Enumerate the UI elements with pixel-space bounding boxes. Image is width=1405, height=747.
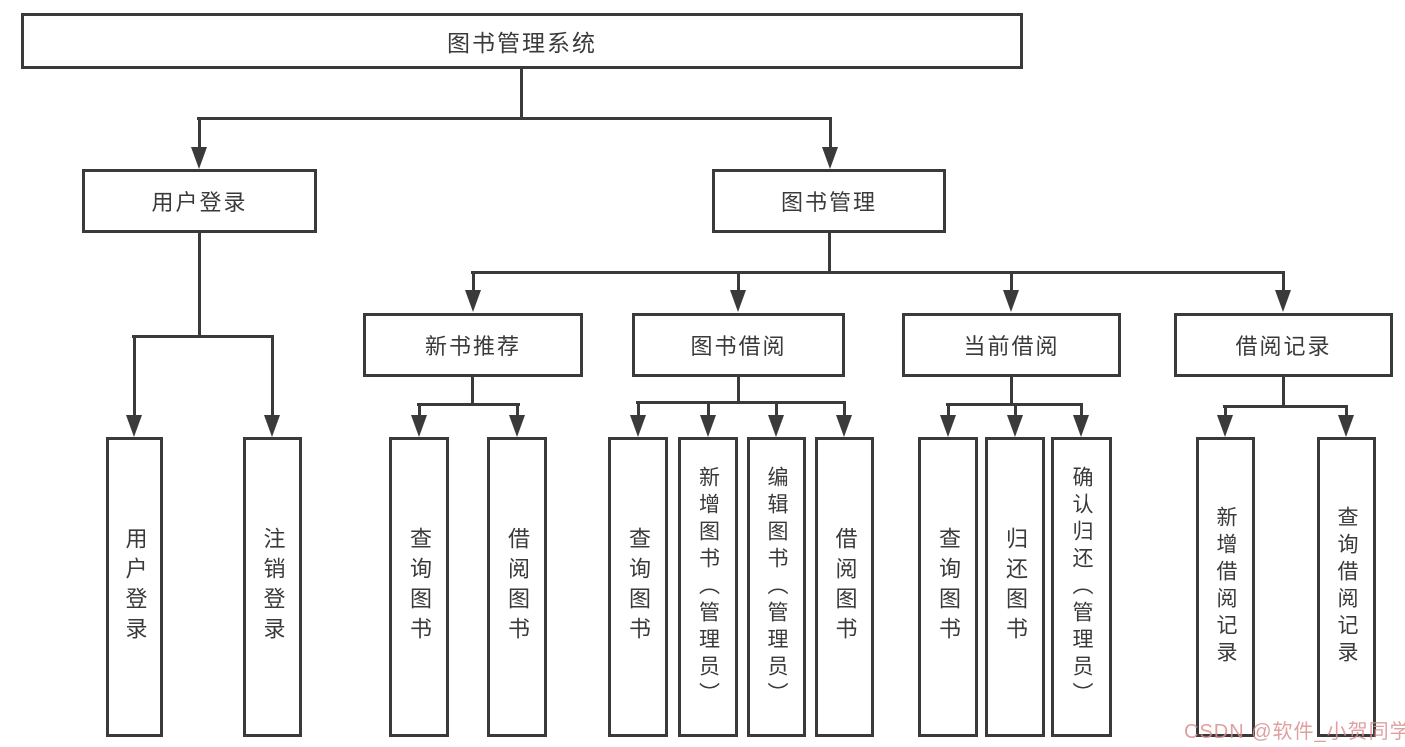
arrow-down-icon	[411, 415, 427, 437]
connector-line	[737, 377, 740, 403]
arrow-down-icon	[264, 415, 280, 437]
leaf-user-login-label: 用户登录	[122, 527, 148, 647]
connector-line	[471, 377, 474, 405]
arrow-down-icon	[126, 415, 142, 437]
box-library-management-system-label: 图书管理系统	[447, 30, 597, 56]
box-library-management-system: 图书管理系统	[21, 13, 1023, 69]
leaf-add-book-admin-label: 新增图书（管理员）	[696, 465, 720, 709]
leaf-query-borrow-record: 查询借阅记录	[1317, 437, 1376, 737]
arrow-down-icon	[509, 415, 525, 437]
leaf-logout: 注销登录	[243, 437, 302, 737]
connector-line	[133, 335, 136, 416]
connector-line	[472, 271, 475, 291]
connector-line	[1010, 377, 1013, 405]
connector-line	[637, 401, 640, 416]
leaf-query-books-borrow: 查询图书	[608, 437, 668, 737]
leaf-confirm-return-admin-label: 确认归还（管理员）	[1070, 465, 1093, 709]
connector-line	[1223, 405, 1348, 408]
leaf-user-login: 用户登录	[106, 437, 163, 737]
arrow-down-icon	[1003, 290, 1019, 312]
connector-line	[516, 403, 519, 416]
box-new-book-recommendation-label: 新书推荐	[424, 334, 521, 359]
leaf-query-books-borrow-label: 查询图书	[626, 527, 651, 647]
connector-line	[707, 401, 710, 416]
connector-line	[829, 117, 832, 149]
connector-line	[947, 403, 950, 416]
connector-line	[520, 69, 523, 119]
arrow-down-icon	[1007, 415, 1023, 437]
arrow-down-icon	[1073, 415, 1089, 437]
leaf-add-book-admin: 新增图书（管理员）	[678, 437, 738, 737]
leaf-edit-book-admin-label: 编辑图书（管理员）	[765, 465, 788, 709]
box-user-login: 用户登录	[82, 169, 317, 233]
connector-line	[1282, 271, 1285, 291]
leaf-add-borrow-record-label: 新增借阅记录	[1214, 506, 1237, 668]
arrow-down-icon	[191, 147, 207, 169]
leaf-return-books-label: 归还图书	[1003, 527, 1028, 647]
connector-line	[417, 403, 520, 406]
connector-line	[198, 117, 201, 149]
connector-line	[197, 117, 832, 120]
leaf-query-books-current-label: 查询图书	[936, 527, 961, 647]
connector-line	[1010, 271, 1013, 291]
arrow-down-icon	[836, 415, 852, 437]
box-borrowing-records: 借阅记录	[1174, 313, 1393, 377]
connector-line	[198, 233, 201, 337]
leaf-borrow-books-borrow-label: 借阅图书	[832, 527, 858, 647]
csdn-watermark: CSDN @软件_小贺同学	[1184, 721, 1405, 743]
box-current-borrowing-label: 当前借阅	[963, 334, 1060, 359]
box-current-borrowing: 当前借阅	[902, 313, 1121, 377]
arrow-down-icon	[630, 415, 646, 437]
arrow-down-icon	[730, 290, 746, 312]
connector-line	[775, 401, 778, 416]
connector-line	[132, 335, 274, 338]
connector-line	[843, 401, 846, 416]
arrow-down-icon	[700, 415, 716, 437]
leaf-query-books-current: 查询图书	[918, 437, 978, 737]
box-borrowing-records-label: 借阅记录	[1235, 334, 1332, 359]
connector-line	[1345, 405, 1348, 416]
connector-line	[418, 403, 421, 416]
arrow-down-icon	[1338, 415, 1354, 437]
connector-line	[1224, 405, 1227, 416]
leaf-borrow-books-borrow: 借阅图书	[815, 437, 874, 737]
leaf-add-borrow-record: 新增借阅记录	[1196, 437, 1255, 737]
leaf-borrow-books-recommend: 借阅图书	[487, 437, 547, 737]
connector-line	[828, 233, 831, 273]
box-book-borrowing: 图书借阅	[632, 313, 845, 377]
box-new-book-recommendation: 新书推荐	[363, 313, 583, 377]
box-book-management-label: 图书管理	[780, 190, 877, 215]
leaf-confirm-return-admin: 确认归还（管理员）	[1051, 437, 1112, 737]
leaf-logout-label: 注销登录	[260, 527, 286, 647]
connector-line	[271, 335, 274, 416]
connector-line	[636, 401, 846, 404]
connector-line	[1282, 377, 1285, 407]
leaf-edit-book-admin: 编辑图书（管理员）	[747, 437, 806, 737]
arrow-down-icon	[1217, 415, 1233, 437]
leaf-query-books-recommend-label: 查询图书	[407, 527, 432, 647]
box-book-borrowing-label: 图书借阅	[690, 334, 787, 359]
connector-line	[1080, 403, 1083, 416]
leaf-borrow-books-recommend-label: 借阅图书	[505, 527, 530, 647]
arrow-down-icon	[768, 415, 784, 437]
leaf-query-borrow-record-label: 查询借阅记录	[1335, 506, 1358, 668]
arrow-down-icon	[1275, 290, 1291, 312]
connector-line	[471, 271, 1285, 274]
arrow-down-icon	[822, 147, 838, 169]
connector-line	[737, 271, 740, 291]
leaf-query-books-recommend: 查询图书	[389, 437, 449, 737]
connector-line	[1014, 403, 1017, 416]
arrow-down-icon	[940, 415, 956, 437]
box-book-management: 图书管理	[712, 169, 946, 233]
arrow-down-icon	[465, 290, 481, 312]
box-user-login-label: 用户登录	[151, 190, 248, 215]
leaf-return-books: 归还图书	[985, 437, 1045, 737]
